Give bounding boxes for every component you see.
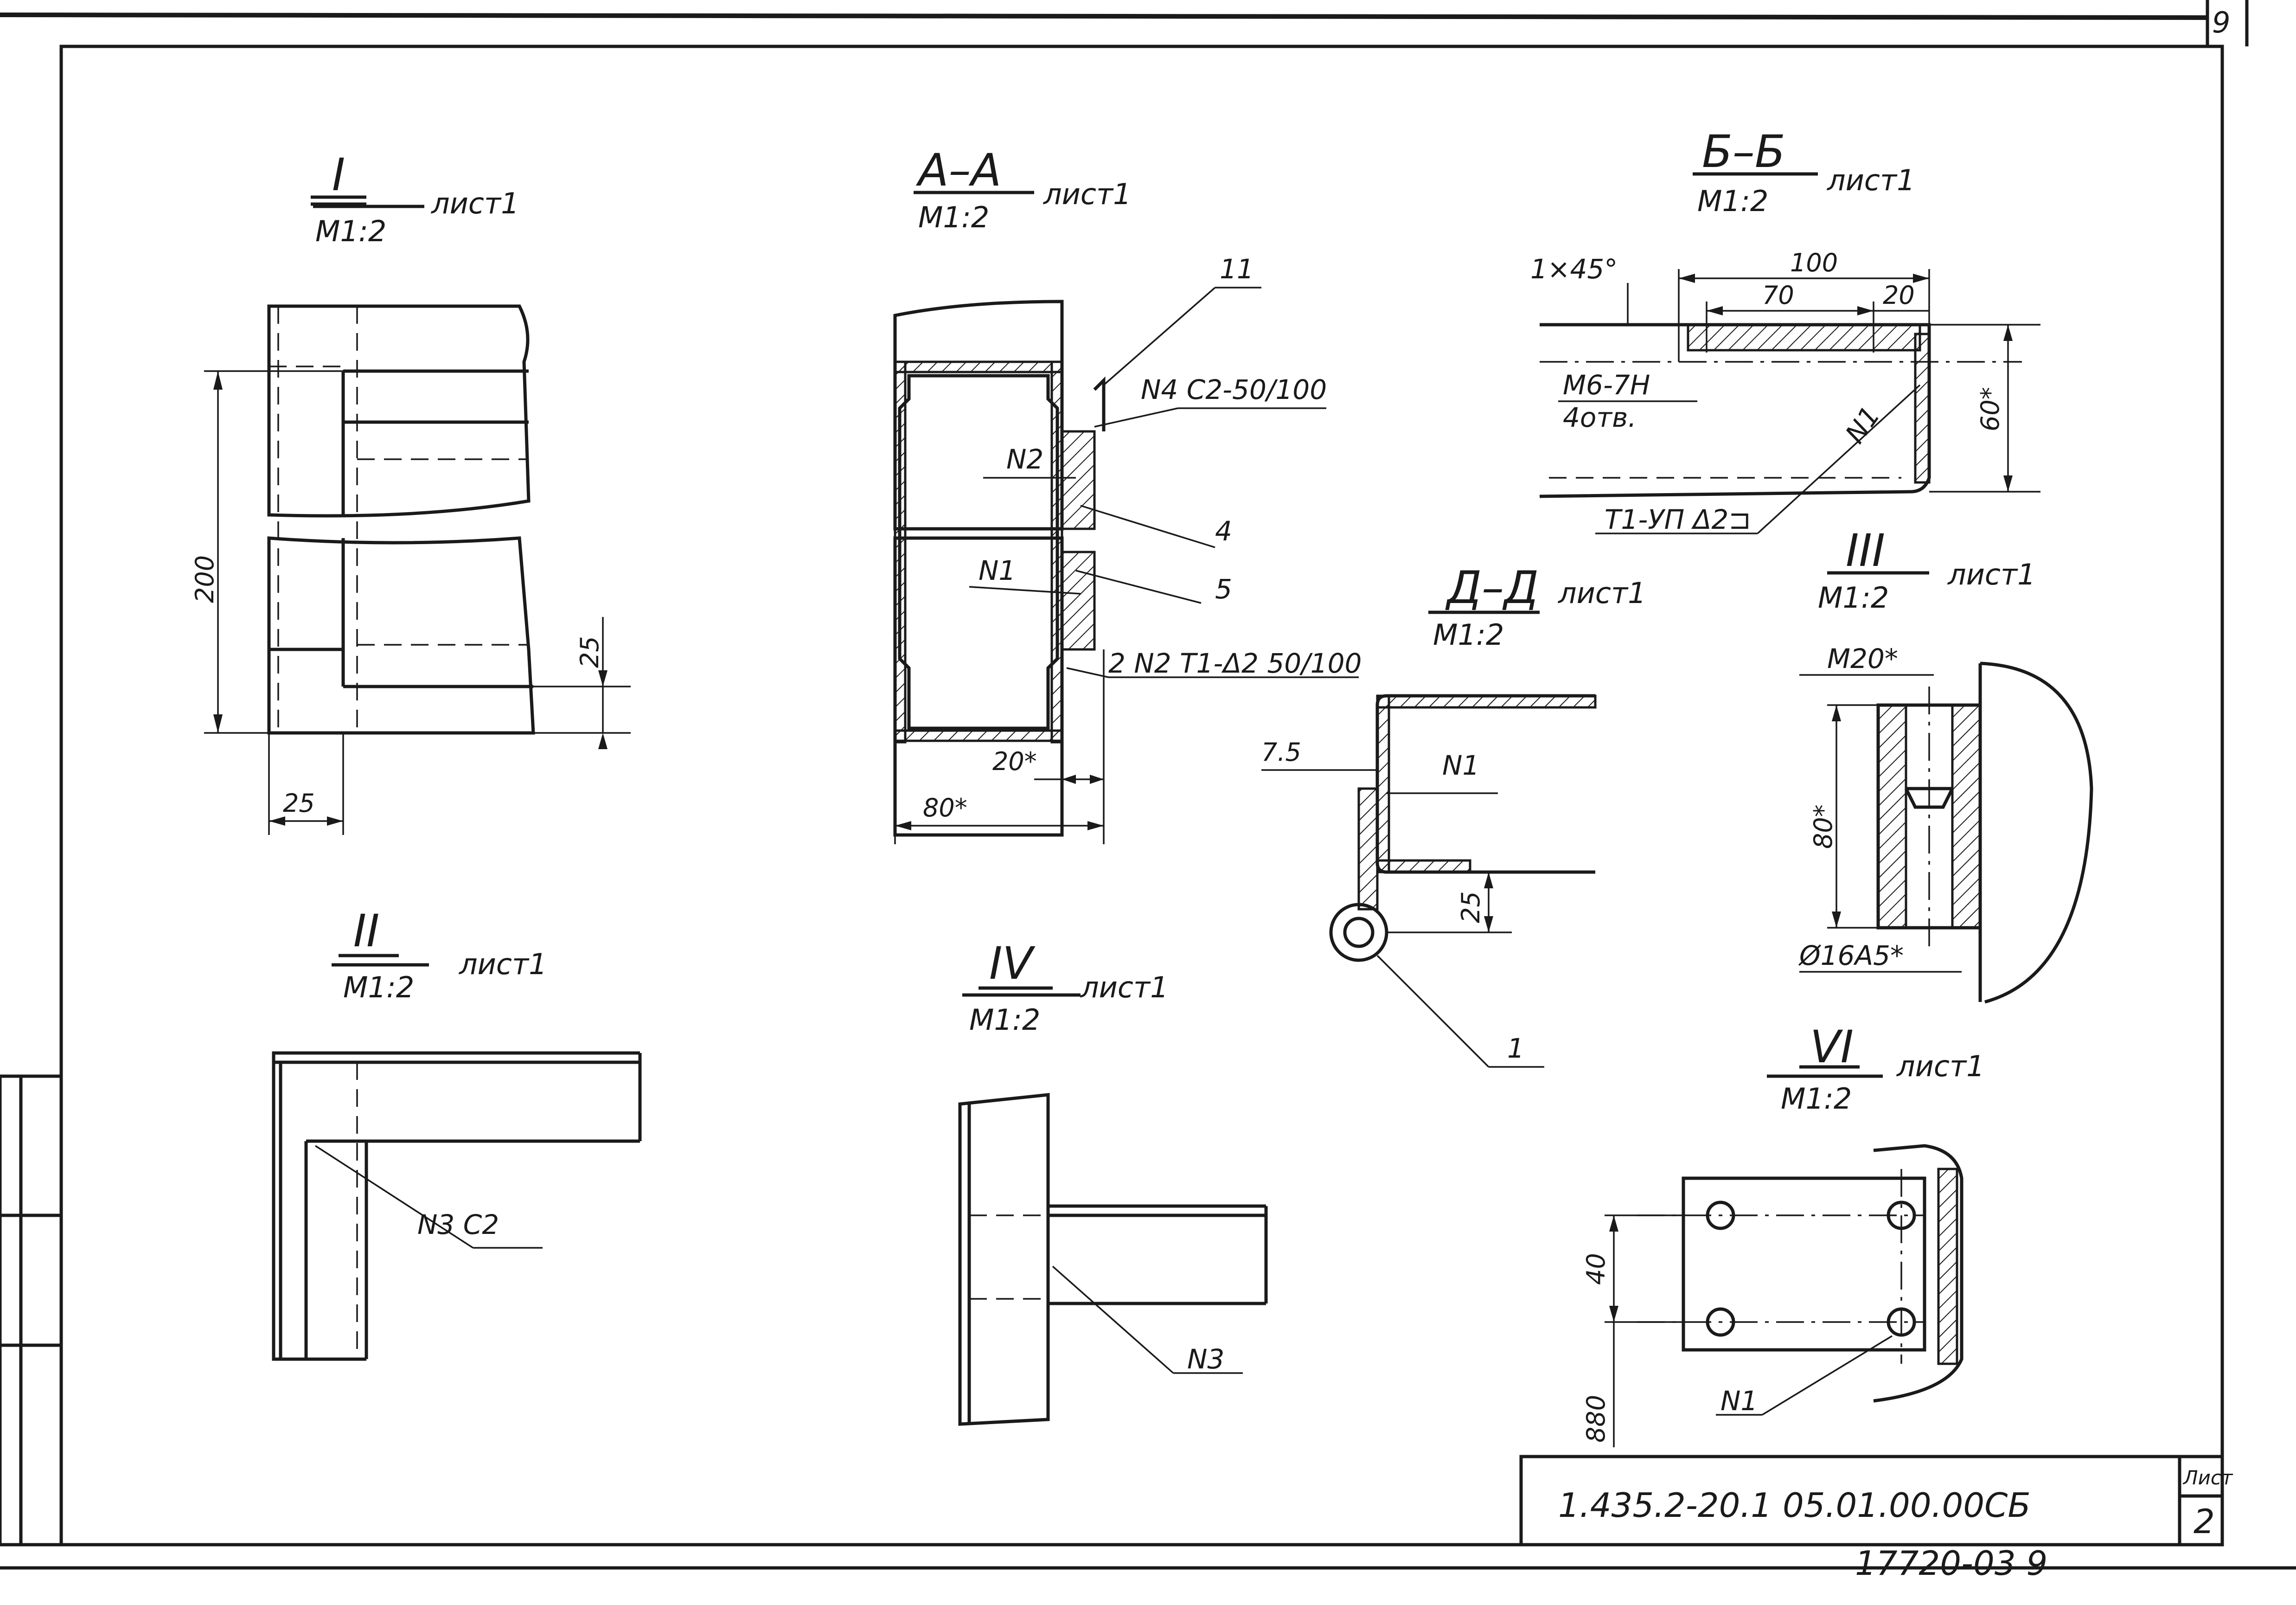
- label-N1-bb: N1: [1839, 400, 1887, 449]
- label-N1: N1: [979, 555, 1016, 586]
- label-N4-C2: N4 С2-50/100: [1141, 374, 1327, 405]
- dim-80-iii: 80*: [1809, 804, 1838, 849]
- label-N1-vi: N1: [1720, 1385, 1758, 1417]
- view-VI: VI М1:2 лист1 40 880 N1: [1581, 1021, 1985, 1447]
- label-T1-UP: Т1-УП Δ2⊐: [1605, 504, 1751, 535]
- view-IV-scale: М1:2: [969, 1003, 1040, 1037]
- dim-80: 80*: [923, 793, 967, 822]
- title-block: [1519, 1455, 2224, 1547]
- view-I-title: I: [332, 149, 345, 201]
- document-code: 1.435.2-20.1 05.01.00.00СБ: [1558, 1486, 2031, 1525]
- label-N3-C2: N3 С2: [417, 1209, 499, 1240]
- view-BB-ref: лист1: [1827, 163, 1915, 197]
- dim-20: 20*: [992, 747, 1037, 776]
- dim-25-horizontal: 25: [283, 789, 315, 818]
- view-VI-ref: лист1: [1896, 1049, 1985, 1083]
- view-III-ref: лист1: [1947, 558, 2036, 591]
- label-11: 11: [1220, 253, 1254, 285]
- view-BB-title: Б–Б: [1702, 126, 1785, 178]
- view-II-title: II: [353, 905, 380, 957]
- dim-20-bb: 20: [1883, 281, 1915, 310]
- view-IV: IV М1:2 лист1 N3: [958, 937, 1268, 1426]
- view-VI-title: VI: [1810, 1021, 1854, 1073]
- dim-100: 100: [1790, 248, 1838, 277]
- view-VI-scale: М1:2: [1781, 1082, 1852, 1116]
- label-M20: М20*: [1827, 643, 1898, 674]
- label-1: 1: [1507, 1033, 1524, 1064]
- view-II-ref: лист1: [459, 947, 547, 981]
- dim-25-vertical: 25: [575, 636, 604, 668]
- view-DD: Д–Д М1:2 лист1 N1 1 7.5 25: [1261, 562, 1646, 1068]
- label-2N2-T1: 2 N2 Т1-Δ2 50/100: [1108, 648, 1362, 679]
- label-N1-dd: N1: [1442, 750, 1479, 781]
- view-DD-ref: лист1: [1558, 576, 1646, 610]
- view-III: III М1:2 лист1 80* М20* Ø16А5*: [1798, 525, 2093, 1004]
- view-I: I М1:2 лист1 200 25: [190, 149, 631, 835]
- sheet-label: Лист: [2182, 1466, 2233, 1489]
- view-AA-scale: М1:2: [918, 200, 989, 234]
- dim-880: 880: [1581, 1395, 1611, 1443]
- label-M6-7H: М6-7Н: [1563, 369, 1650, 401]
- label-chamfer: 1×45°: [1530, 253, 1618, 285]
- view-III-scale: М1:2: [1818, 581, 1889, 615]
- view-DD-title: Д–Д: [1445, 562, 1539, 614]
- label-5: 5: [1215, 573, 1232, 605]
- view-IV-ref: лист1: [1080, 970, 1169, 1004]
- dim-70: 70: [1762, 281, 1794, 310]
- label-4: 4: [1215, 515, 1232, 547]
- view-BB: Б–Б М1:2 лист1 100 70 20 60* 1×45° М6-7Н: [1530, 126, 2040, 535]
- view-II: II М1:2 лист1 N3 С2: [272, 905, 642, 1361]
- view-III-title: III: [1846, 525, 1885, 577]
- view-AA-ref: лист1: [1043, 177, 1132, 211]
- view-AA-title: А–А: [915, 144, 1001, 196]
- view-BB-scale: М1:2: [1697, 184, 1768, 218]
- label-diam16: Ø16А5*: [1798, 940, 1904, 971]
- view-I-ref: лист1: [431, 186, 519, 220]
- dim-25-dd: 25: [1456, 891, 1485, 923]
- corner-mark: 9: [2212, 6, 2230, 39]
- inventory-number: 17720-03 9: [1855, 1544, 2047, 1583]
- dim-7-5: 7.5: [1261, 738, 1301, 767]
- view-I-scale: М1:2: [315, 214, 386, 248]
- view-AA: А–А М1:2 лист1 11 N4 С2-50/100 N2 4 N1 5…: [893, 144, 1362, 844]
- view-II-scale: М1:2: [343, 970, 414, 1004]
- sheet-number: 2: [2194, 1502, 2215, 1541]
- dim-40: 40: [1581, 1253, 1611, 1285]
- view-DD-scale: М1:2: [1433, 618, 1504, 652]
- sheet-frame: [0, 0, 2296, 1570]
- label-N3-iv: N3: [1187, 1343, 1224, 1375]
- label-4holes: 4отв.: [1563, 402, 1637, 433]
- view-IV-title: IV: [989, 937, 1036, 989]
- label-N2: N2: [1006, 443, 1043, 475]
- dim-200: 200: [190, 555, 219, 603]
- dim-60: 60*: [1976, 387, 2005, 431]
